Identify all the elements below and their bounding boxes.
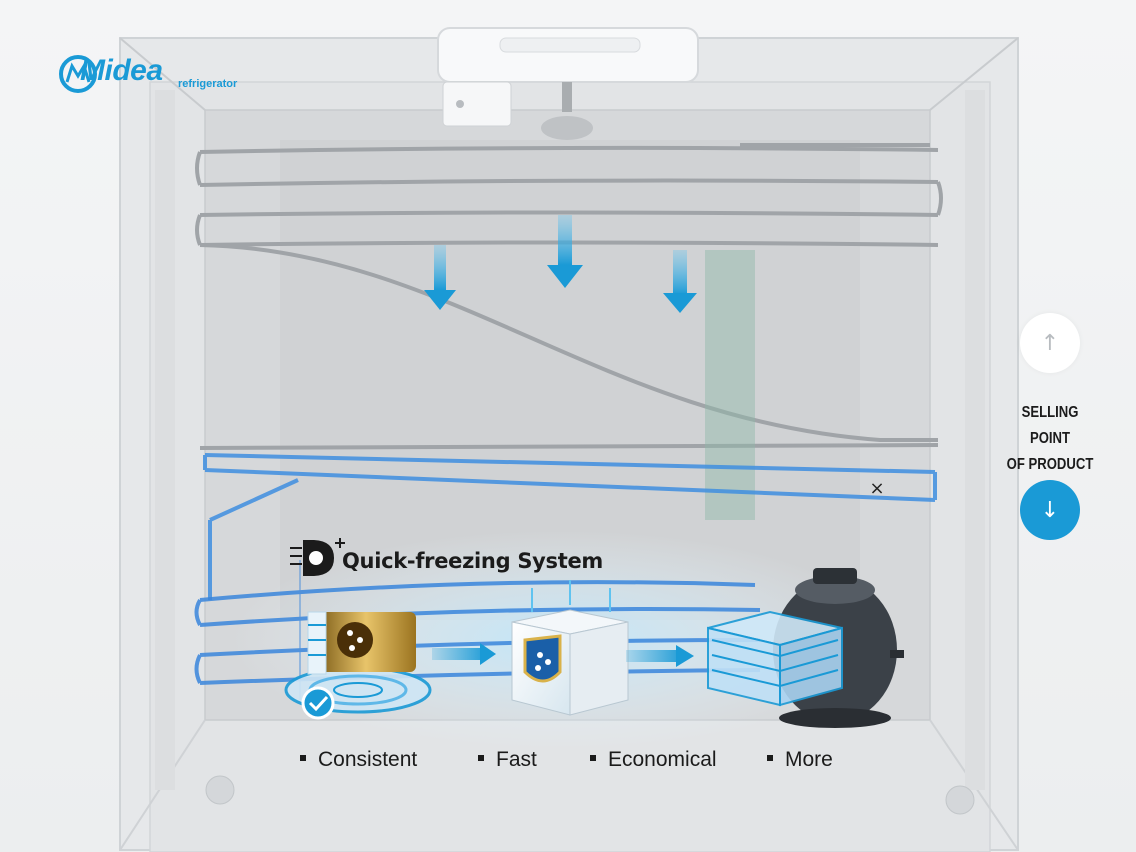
cooling-coils-blue (194, 560, 761, 700)
feature-item: Fast (478, 748, 537, 772)
close-icon[interactable]: × (869, 478, 885, 499)
flow-arrow-2 (626, 645, 694, 667)
step-cube-module (511, 580, 629, 716)
bullet-icon (590, 755, 596, 762)
feature-item: Consistent (300, 748, 417, 772)
section-label: SELLING POINT OF PRODUCT (1006, 404, 1094, 473)
lid-handle (437, 27, 699, 140)
brand-name: Midea (80, 54, 163, 87)
bullet-icon (300, 755, 306, 762)
airflow-arrows (417, 180, 709, 313)
wheels (205, 775, 975, 815)
freezer-basket (203, 453, 937, 600)
brand-tagline: refrigerator (178, 78, 238, 90)
d-plus-logo-icon (290, 538, 345, 576)
midea-logo-icon (59, 55, 97, 93)
bullet-icon (767, 755, 773, 762)
step-coil-module (707, 610, 843, 707)
bullet-icon (478, 755, 484, 762)
brand-logo: Midea refrigerator (58, 52, 258, 102)
feature-item: Economical (590, 748, 717, 772)
feature-title: Quick-freezing System (342, 549, 603, 573)
flow-arrow-1 (432, 643, 496, 665)
feature-item: More (767, 748, 833, 772)
back-panel (705, 250, 755, 520)
feature-list: Consistent Fast Economical More (300, 748, 860, 776)
arrow-down-icon[interactable]: ↓ (1020, 480, 1080, 540)
step-quickfreeze-module (284, 611, 432, 720)
arrow-up-icon[interactable]: ↑ (1020, 313, 1080, 373)
